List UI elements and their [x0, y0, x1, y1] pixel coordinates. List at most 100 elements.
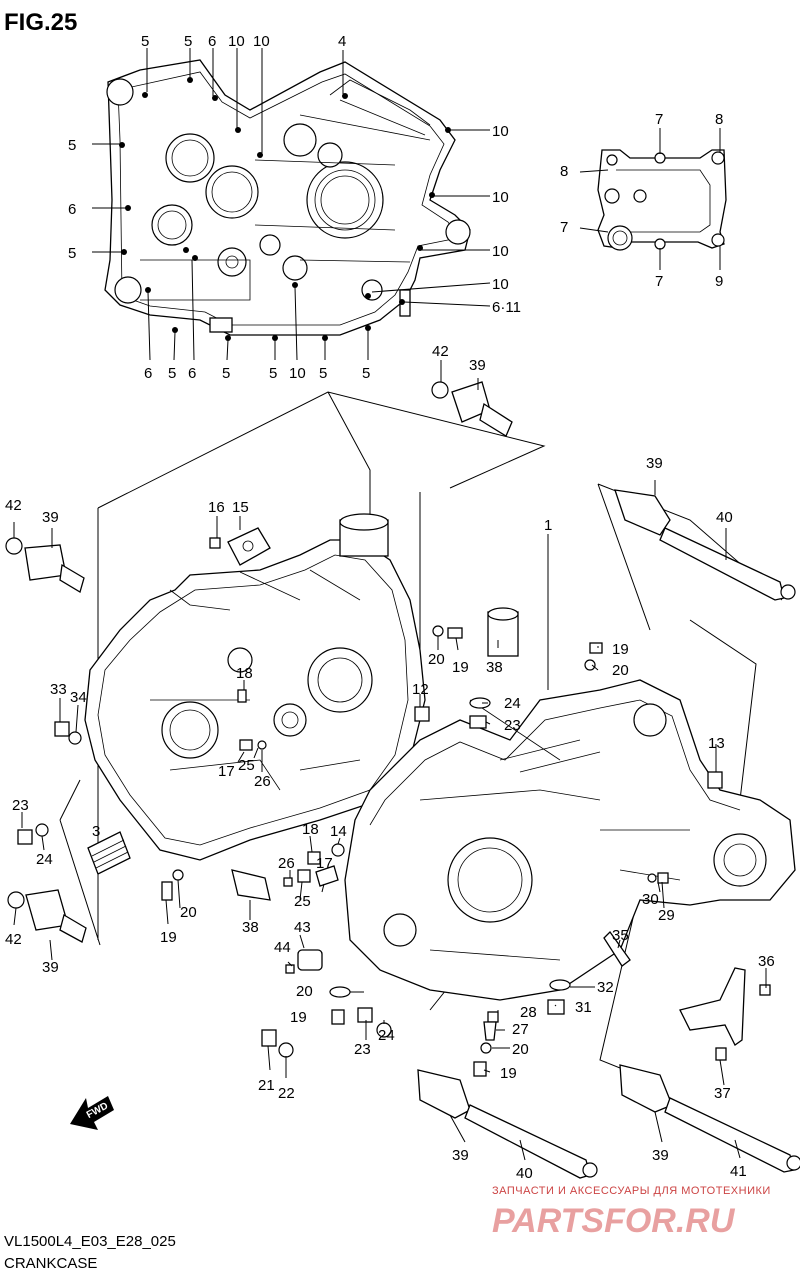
callout-label: 43: [294, 919, 311, 936]
callout-label: 42: [5, 931, 22, 948]
callout-label: 28: [520, 1004, 537, 1021]
callout-label: 6: [144, 365, 152, 382]
callout-label: 20: [512, 1041, 529, 1058]
callout-label: 5: [362, 365, 370, 382]
callout-label: 26: [278, 855, 295, 872]
watermark-caption: ЗАПЧАСТИ И АКСЕССУАРЫ ДЛЯ МОТОТЕХНИКИ: [492, 1185, 771, 1197]
callout-label: 6: [208, 33, 216, 50]
callout-label: 40: [516, 1165, 533, 1182]
callout-label: 38: [242, 919, 259, 936]
callout-label: 25: [294, 893, 311, 910]
callout-label: 3: [92, 823, 100, 840]
right-crankcase-half: [344, 607, 796, 1001]
callout-label: 34: [70, 689, 87, 706]
callout-label: 42: [5, 497, 22, 514]
cover-plate-detail: [579, 128, 727, 270]
callout-label: 39: [452, 1147, 469, 1164]
callout-label: 13: [708, 735, 725, 752]
callout-label: 5: [184, 33, 192, 50]
callout-label: 23: [354, 1041, 371, 1058]
left-crankcase-half: [84, 513, 426, 875]
callout-label: 24: [378, 1027, 395, 1044]
callout-label: 36: [758, 953, 775, 970]
callout-label: 8: [560, 163, 568, 180]
callout-label: 33: [50, 681, 67, 698]
callout-label: 42: [432, 343, 449, 360]
callout-label: 20: [428, 651, 445, 668]
callout-label: 6·11: [492, 299, 521, 316]
small-hardware: [17, 527, 771, 1077]
callout-label: 8: [715, 111, 723, 128]
section-name: CRANKCASE: [4, 1255, 97, 1272]
callout-label: 44: [274, 939, 291, 956]
callout-label: 4: [338, 33, 346, 50]
callout-label: 10: [228, 33, 245, 50]
fwd-arrow-icon: FWD: [70, 1096, 114, 1130]
callout-label: 19: [452, 659, 469, 676]
figure-title: FIG.25: [4, 9, 77, 36]
callout-label: 18: [302, 821, 319, 838]
callout-label: 5: [168, 365, 176, 382]
callout-label: 10: [492, 276, 509, 293]
callout-label: 22: [278, 1085, 295, 1102]
callout-label: 37: [714, 1085, 731, 1102]
callout-label: 31: [575, 999, 592, 1016]
callout-label: 35: [612, 927, 629, 944]
callout-label: 5: [68, 137, 76, 154]
callout-label: 39: [42, 509, 59, 526]
callout-labels: 5 5 6 10 10 4 5 10 6 10 5 10 10 6·11 6 5…: [5, 33, 775, 1182]
callout-label: 17: [316, 855, 333, 872]
watermark: ЗАПЧАСТИ И АКСЕССУАРЫ ДЛЯ МОТОТЕХНИКИ PA…: [492, 1185, 771, 1240]
callout-label: 5: [269, 365, 277, 382]
callout-label: 19: [500, 1065, 517, 1082]
callout-label: 27: [512, 1021, 529, 1038]
callout-label: 29: [658, 907, 675, 924]
callout-label: 24: [504, 695, 521, 712]
callout-label: 32: [597, 979, 614, 996]
callout-label: 5: [222, 365, 230, 382]
callout-label: 7: [655, 111, 663, 128]
callout-label: 20: [612, 662, 629, 679]
callout-label: 17: [218, 763, 235, 780]
watermark-brand: PARTSFOR.RU: [492, 1202, 736, 1240]
callout-label: 7: [560, 219, 568, 236]
callout-label: 38: [486, 659, 503, 676]
callout-label: 9: [715, 273, 723, 290]
callout-label: 7: [655, 273, 663, 290]
callout-label: 20: [296, 983, 313, 1000]
callout-label: 19: [160, 929, 177, 946]
callout-label: 10: [492, 123, 509, 140]
callout-label: 20: [180, 904, 197, 921]
callout-label: 5: [319, 365, 327, 382]
callout-label: 5: [141, 33, 149, 50]
callout-label: 19: [612, 641, 629, 658]
callout-label: 39: [652, 1147, 669, 1164]
callout-label: 10: [492, 243, 509, 260]
callout-label: 6: [188, 365, 196, 382]
callout-label: 39: [42, 959, 59, 976]
crankcase-top-view: [92, 48, 491, 361]
callout-label: 14: [330, 823, 347, 840]
callout-label: 10: [492, 189, 509, 206]
callout-label: 39: [469, 357, 486, 374]
callout-label: 18: [236, 665, 253, 682]
engine-mount-hardware: [5, 381, 800, 1179]
callout-label: 19: [290, 1009, 307, 1026]
callout-label: 39: [646, 455, 663, 472]
callout-label: 6: [68, 201, 76, 218]
callout-label: 1: [544, 517, 552, 534]
callout-label: 16: [208, 499, 225, 516]
callout-label: 30: [642, 891, 659, 908]
callout-label: 25: [238, 757, 255, 774]
callout-label: 21: [258, 1077, 275, 1094]
model-code: VL1500L4_E03_E28_025: [4, 1233, 176, 1250]
callout-label: 12: [412, 681, 429, 698]
callout-label: 15: [232, 499, 249, 516]
callout-label: 10: [289, 365, 306, 382]
callout-leader-lines: [13, 360, 767, 1161]
callout-label: 26: [254, 773, 271, 790]
callout-label: 40: [716, 509, 733, 526]
callout-label: 23: [504, 717, 521, 734]
callout-label: 24: [36, 851, 53, 868]
